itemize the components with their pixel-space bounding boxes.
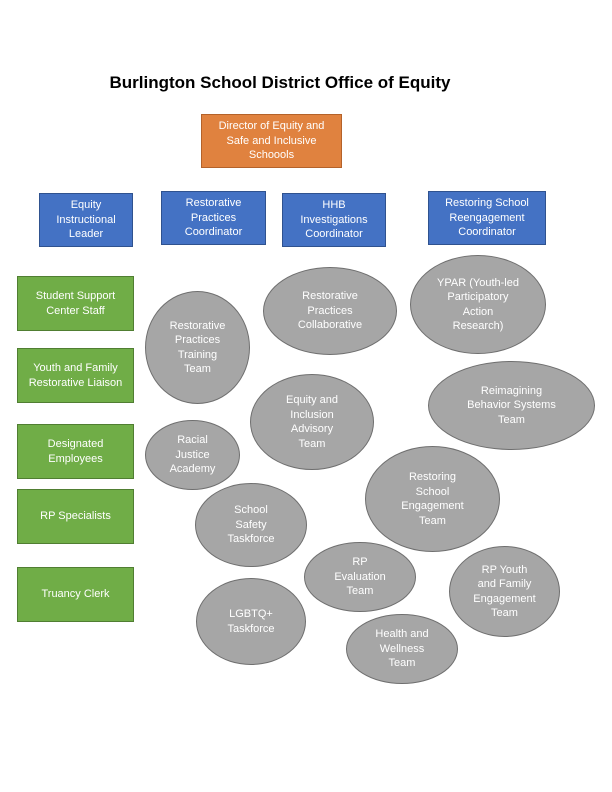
reimagining-behavior-systems-team-oval: Reimagining Behavior Systems Team: [428, 361, 595, 450]
truancy-clerk-box: Truancy Clerk: [17, 567, 134, 622]
lgbtq-taskforce-oval: LGBTQ+ Taskforce: [196, 578, 306, 665]
restorative-practices-collaborative-oval: Restorative Practices Collaborative: [263, 267, 397, 355]
equity-instructional-leader-box: Equity Instructional Leader: [39, 193, 133, 247]
racial-justice-academy-oval: Racial Justice Academy: [145, 420, 240, 490]
hhb-investigations-coordinator-box: HHB Investigations Coordinator: [282, 193, 386, 247]
chart-title: Burlington School District Office of Equ…: [109, 73, 451, 92]
youth-family-restorative-liaison-box: Youth and Family Restorative Liaison: [17, 348, 134, 403]
rp-evaluation-team-oval: RP Evaluation Team: [304, 542, 416, 612]
rp-youth-family-engagement-team-oval: RP Youth and Family Engagement Team: [449, 546, 560, 637]
rp-specialists-box: RP Specialists: [17, 489, 134, 544]
restoring-school-reengagement-coordinator-box: Restoring School Reengagement Coordinato…: [428, 191, 546, 245]
designated-employees-box: Designated Employees: [17, 424, 134, 479]
restoring-school-engagement-team-oval: Restoring School Engagement Team: [365, 446, 500, 552]
school-safety-taskforce-oval: School Safety Taskforce: [195, 483, 307, 567]
director-box: Director of Equity and Safe and Inclusiv…: [201, 114, 342, 168]
restorative-practices-training-team-oval: Restorative Practices Training Team: [145, 291, 250, 404]
student-support-center-staff-box: Student Support Center Staff: [17, 276, 134, 331]
health-wellness-team-oval: Health and Wellness Team: [346, 614, 458, 684]
equity-inclusion-advisory-team-oval: Equity and Inclusion Advisory Team: [250, 374, 374, 470]
restorative-practices-coordinator-box: Restorative Practices Coordinator: [161, 191, 266, 245]
ypar-oval: YPAR (Youth-led Participatory Action Res…: [410, 255, 546, 354]
